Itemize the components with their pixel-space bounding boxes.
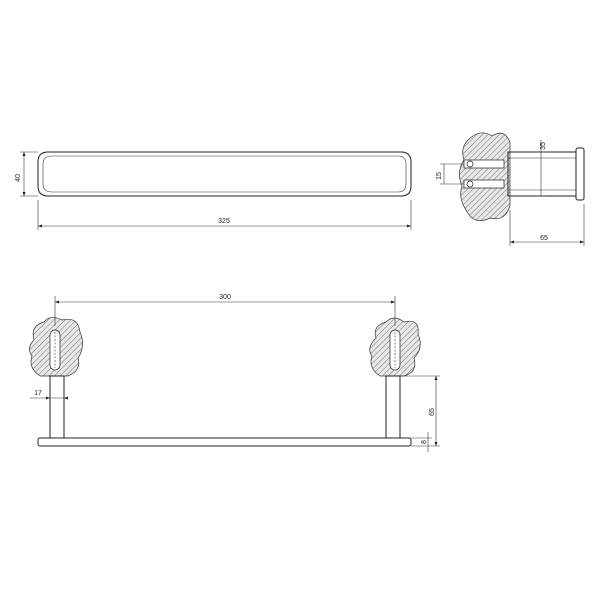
front-height-dimension: 65 xyxy=(400,375,440,447)
front-span-label: 300 xyxy=(219,294,231,301)
side-screw-label: 15 xyxy=(436,172,443,180)
front-post-label: 17 xyxy=(34,390,42,397)
top-view-bar-inner xyxy=(42,155,407,193)
front-post-dimension: 17 xyxy=(30,390,68,400)
side-screw-head-top xyxy=(466,160,474,168)
front-towel-bar xyxy=(37,437,412,447)
side-depth-dimension: 65 xyxy=(509,204,585,246)
top-width-label: 325 xyxy=(218,218,230,225)
front-left-post xyxy=(49,375,65,439)
front-right-post xyxy=(385,375,401,439)
front-thickness-label: 8 xyxy=(421,440,428,444)
front-span-dimension: 300 xyxy=(54,294,396,326)
top-height-label: 40 xyxy=(15,174,22,182)
side-depth-label: 65 xyxy=(540,235,548,242)
side-screw-head-bottom xyxy=(466,180,474,188)
top-width-dimension: 325 xyxy=(37,200,412,230)
front-thickness-dimension: 8 xyxy=(411,432,432,452)
side-screw-dimension: 15 xyxy=(436,163,464,185)
top-view: 40 325 xyxy=(15,151,412,230)
side-bar-end xyxy=(575,147,585,201)
front-height-label: 65 xyxy=(429,408,436,416)
top-view-bar-outline xyxy=(37,151,412,197)
side-bracket-body xyxy=(507,151,577,197)
side-view: 35 15 65 xyxy=(436,132,585,246)
side-wall-section xyxy=(459,132,511,221)
front-view: 300 17 65 8 xyxy=(29,294,440,452)
top-height-dimension: 40 xyxy=(15,151,38,197)
side-bracket-height-dimension: 35 xyxy=(536,140,547,197)
side-bracket-height-label: 35 xyxy=(540,142,547,150)
